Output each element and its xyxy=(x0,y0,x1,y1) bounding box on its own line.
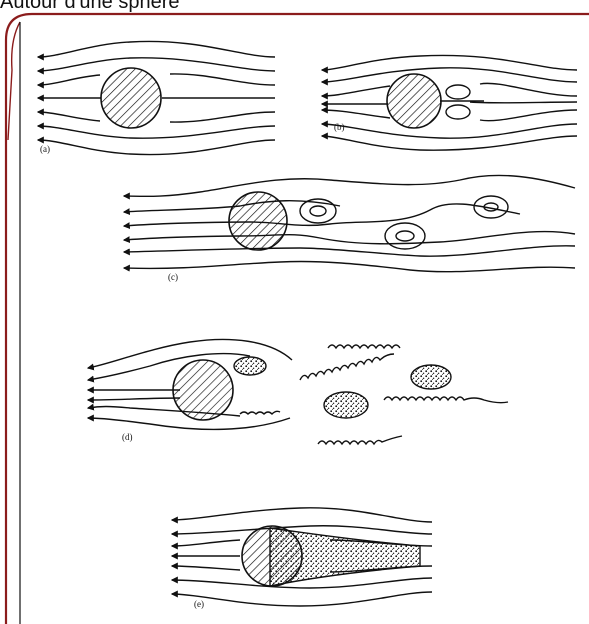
panel-d-turbulence-4 xyxy=(318,436,402,444)
panel-b-sphere xyxy=(387,74,441,128)
panel-d-diagram xyxy=(88,339,508,444)
panel-b-label: (b) xyxy=(334,122,345,132)
panel-b-vortex-lower xyxy=(446,105,470,119)
frame-accent xyxy=(8,22,20,140)
panel-c-label: (c) xyxy=(168,272,178,282)
panel-d-eddy-2 xyxy=(324,392,368,418)
panel-c-vortex-2 xyxy=(385,223,425,249)
panel-e-diagram xyxy=(172,508,432,606)
panel-a-label: (a) xyxy=(40,144,50,154)
panel-d-turbulence-2 xyxy=(300,354,394,380)
panel-c-diagram xyxy=(124,175,575,271)
panel-d-turbulence-1 xyxy=(328,345,400,348)
panel-b-vortex-upper xyxy=(446,85,470,99)
panel-b-diagram xyxy=(322,55,577,150)
panel-c-sphere xyxy=(229,192,287,250)
panel-d-sphere xyxy=(173,360,233,420)
panel-a-sphere xyxy=(101,68,161,128)
panel-d-eddy-3 xyxy=(411,365,451,389)
panel-e-label: (e) xyxy=(194,599,204,609)
panel-a-diagram xyxy=(38,41,275,154)
panel-c-vortex-3 xyxy=(474,196,508,218)
panel-e-sphere xyxy=(242,526,302,586)
panel-d-label: (d) xyxy=(122,432,133,442)
panel-d-turbulence-3 xyxy=(384,397,508,403)
panel-d-eddy-1 xyxy=(234,357,266,375)
